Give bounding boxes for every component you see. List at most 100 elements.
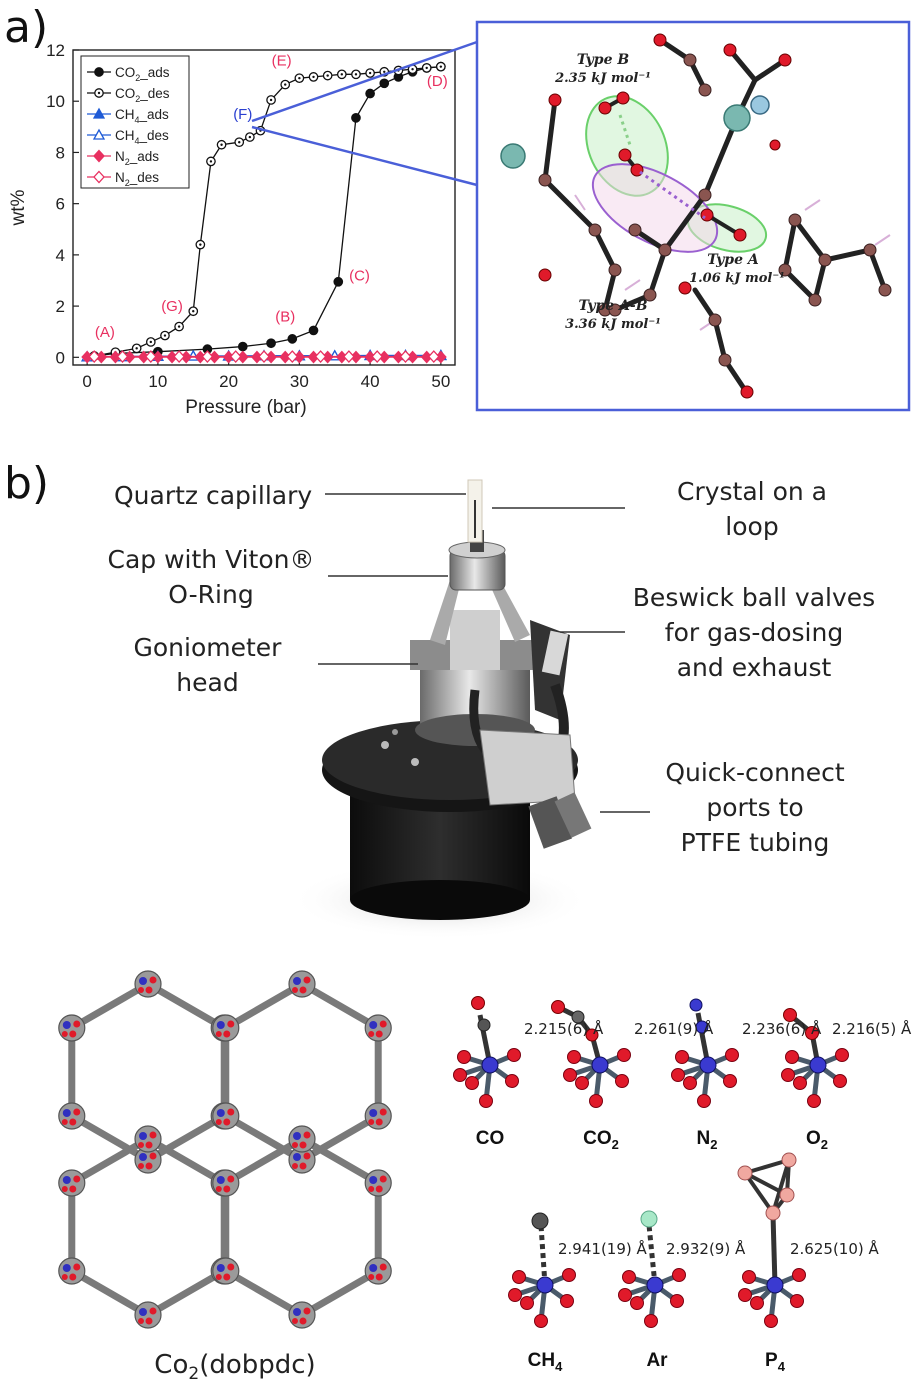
oxygen-atom [723, 1074, 737, 1088]
annotation-label: (G) [161, 298, 183, 315]
x-tick-label: 10 [148, 372, 167, 391]
distance-p4: 2.625(10) Å [790, 1240, 879, 1258]
annotation-label: (B) [275, 308, 295, 325]
data-point-dot [383, 70, 386, 73]
oxygen-atom [69, 1273, 77, 1281]
data-point [88, 350, 101, 364]
oxygen-atom [671, 1068, 685, 1082]
y-axis-label: wt% [8, 189, 29, 226]
molecule-ar [618, 1210, 686, 1328]
data-point [351, 113, 361, 123]
oxygen-atom [697, 1094, 711, 1108]
annotation-label: (F) [233, 106, 252, 123]
cobalt-atom [699, 1056, 717, 1074]
oxygen-atom [551, 1000, 565, 1014]
data-point [333, 276, 344, 287]
distance-co: 2.215(6) Å [524, 1020, 604, 1038]
legend-label: CH4_ads [115, 107, 169, 125]
oxygen-atom [145, 1141, 153, 1149]
molecule-co [453, 996, 521, 1108]
metal-node [212, 1014, 240, 1042]
oxygen-atom [149, 976, 157, 984]
oxygen-atom [303, 1152, 311, 1160]
metal-node [134, 970, 162, 998]
oxygen-atom [69, 1118, 77, 1126]
callout-quartz-capillary: Quartz capillary [114, 481, 313, 510]
distance-o2: 2.216(5) Å [832, 1020, 912, 1038]
oxygen-atom [790, 1294, 804, 1308]
data-point [258, 350, 270, 364]
oxygen-atom [562, 1268, 576, 1282]
oxygen-atom [563, 1068, 577, 1082]
oxygen-atom [223, 1030, 231, 1038]
cobalt-atom [646, 1276, 664, 1294]
data-point-dot [411, 68, 414, 71]
data-point [93, 149, 105, 163]
oxygen-atom [61, 1186, 68, 1192]
carbon-atom [571, 1010, 585, 1024]
p-p-bond [744, 1158, 790, 1175]
oxygen-atom [303, 1131, 311, 1139]
p-p-bond [771, 1159, 791, 1214]
data-point-dot [163, 334, 167, 337]
oxygen-atom [793, 1076, 807, 1090]
oxygen-atom [223, 1185, 231, 1193]
callout-cap-oring: Cap with Viton®O-Ring [107, 545, 315, 609]
oxygen-atom [73, 1020, 81, 1028]
oxygen-atom [379, 1175, 387, 1183]
metal-node [212, 1169, 240, 1197]
data-point [92, 107, 106, 119]
oxygen-atom [520, 1296, 534, 1310]
oxygen-atom [215, 1274, 222, 1280]
oxygen-atom [69, 1185, 77, 1193]
carbon-atom [531, 1212, 549, 1230]
guest-co2-type-b [598, 91, 644, 177]
molecule-o2 [781, 1008, 849, 1108]
molecule-ch4 [508, 1212, 576, 1328]
p-p-bond [744, 1171, 788, 1197]
oxygen-atom [725, 1048, 739, 1062]
oxygen-atom [379, 1108, 387, 1116]
oxygen-atom [368, 1031, 375, 1037]
data-point [287, 334, 298, 344]
data-point-dot [199, 243, 202, 246]
oxygen-atom [567, 1050, 581, 1064]
metal-node [288, 970, 316, 998]
cobalt-atom [369, 1021, 378, 1029]
x-tick-label: 40 [361, 372, 380, 391]
oxygen-atom [585, 1028, 599, 1042]
cobalt-atom [293, 1308, 301, 1316]
oxygen-atom [375, 1185, 383, 1193]
octahedral-co-center [618, 1268, 686, 1328]
metal-node [364, 1169, 392, 1197]
oxygen-atom [617, 1048, 631, 1062]
oxygen-atoms [538, 33, 792, 399]
metal-guest-structures [453, 996, 849, 1328]
data-point [379, 78, 390, 89]
oxygen-atom [675, 1050, 689, 1064]
octahedral-co-center [563, 1048, 631, 1108]
oxygen-atom [805, 1026, 819, 1040]
data-point-dot [269, 98, 273, 102]
oxygen-atom [644, 1314, 658, 1328]
cobalt-atom [481, 1056, 499, 1074]
oxygen-atom [215, 1031, 222, 1037]
octahedral-co-center [738, 1268, 806, 1328]
oxygen-atom [227, 1175, 235, 1183]
distance-co2: 2.261(9) Å [634, 1020, 714, 1038]
series-n2-des [88, 350, 440, 364]
legend-label: CO2_des [115, 86, 170, 104]
oxygen-atom [61, 1274, 68, 1280]
oxygen-atom [835, 1048, 849, 1062]
x-tick-label: 0 [82, 372, 91, 391]
oxygen-atom [138, 1318, 144, 1324]
oxygen-atom [227, 1108, 235, 1116]
y-tick-label: 8 [56, 143, 65, 162]
panel-b-label: b) [4, 458, 50, 509]
x-tick-label: 20 [219, 372, 238, 391]
cobalt-atom [139, 977, 147, 985]
oxygen-atom [479, 1094, 493, 1108]
oxygen-atom [630, 1296, 644, 1310]
